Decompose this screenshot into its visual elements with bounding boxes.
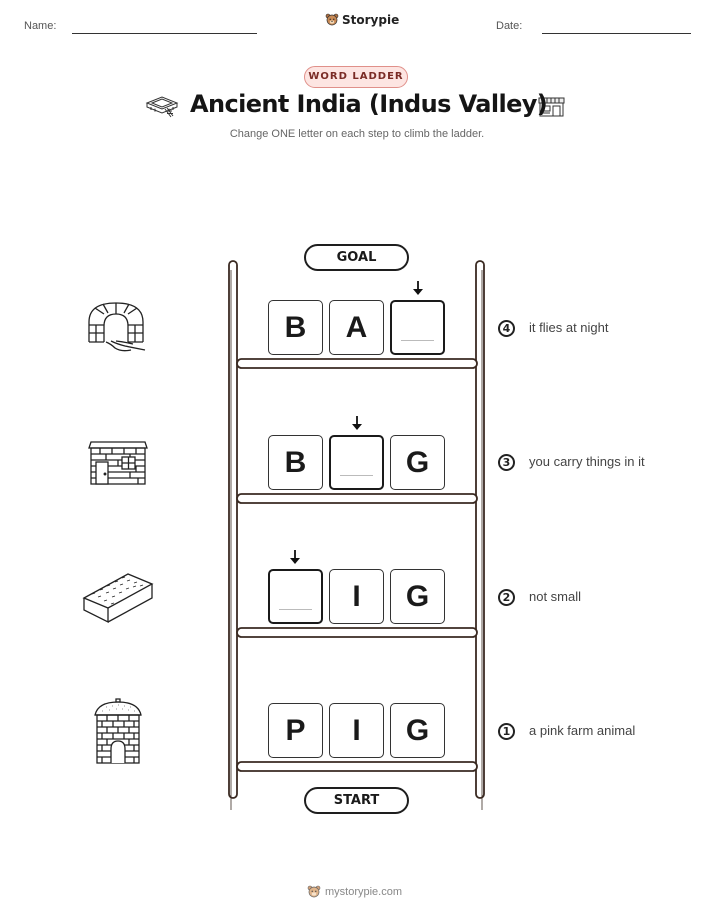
blank-letter-input[interactable] [390,300,445,355]
letter-tile: G [390,569,445,624]
step-number: 4 [498,320,515,337]
ladder-frame [228,260,485,810]
market-stall-icon [538,97,565,117]
page-title: Ancient India (Indus Valley) [190,90,548,118]
footer: mystorypie.com [307,885,402,899]
step-number: 3 [498,454,515,471]
down-arrow-icon [413,281,423,295]
name-line[interactable] [72,33,257,34]
letter-tile: G [390,435,445,490]
step-number: 2 [498,589,515,606]
start-label: START [304,787,409,814]
letter-tile: I [329,703,384,758]
worksheet-type-badge: WORD LADDER [304,66,408,88]
page-subtitle: Change ONE letter on each step to climb … [229,128,485,140]
step-clue: a pink farm animal [529,723,636,738]
down-arrow-icon [290,550,300,564]
letter-tile: B [268,435,323,490]
letter-tile: G [390,703,445,758]
bear-mascot-icon [307,885,321,898]
blank-letter-input[interactable] [268,569,323,624]
brand-name: Storypie [342,13,400,27]
name-label: Name: [24,20,57,32]
letter-tile: B [268,300,323,355]
date-line[interactable] [542,33,691,34]
letter-tile: P [268,703,323,758]
great-bath-icon [145,96,179,118]
brick-icon [82,573,154,624]
step-number: 1 [498,723,515,740]
goal-label: GOAL [304,244,409,271]
granary-icon [94,698,142,764]
brand-logo: Storypie [325,13,399,27]
step-clue: you carry things in it [529,454,645,469]
step-clue: it flies at night [529,320,609,335]
date-label: Date: [496,20,523,32]
footer-url[interactable]: mystorypie.com [325,886,403,898]
brick-house-icon [88,441,148,485]
step-clue: not small [529,589,582,604]
stone-arch-drain-icon [88,302,146,352]
down-arrow-icon [352,416,362,430]
blank-letter-input[interactable] [329,435,384,490]
letter-tile: A [329,300,384,355]
letter-tile: I [329,569,384,624]
bear-mascot-icon [325,13,339,26]
